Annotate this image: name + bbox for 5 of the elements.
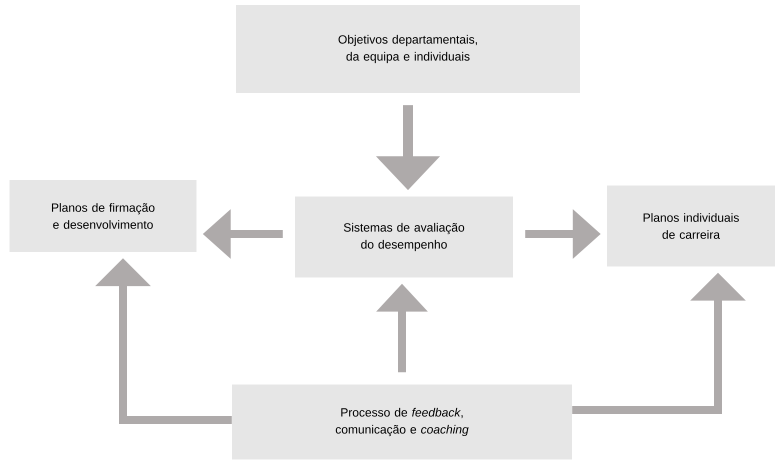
process-box: Sistemas de avaliação do desempenho [295, 196, 513, 278]
process-box: Objetivos departamentais, da equipa e individuais [236, 5, 580, 93]
process-box: Planos de firmação e desenvolvimento [10, 180, 196, 252]
process-box: Planos individuais de carreira [607, 186, 775, 266]
process-box: Processo de feedback, comunicação e coaching [232, 384, 572, 460]
